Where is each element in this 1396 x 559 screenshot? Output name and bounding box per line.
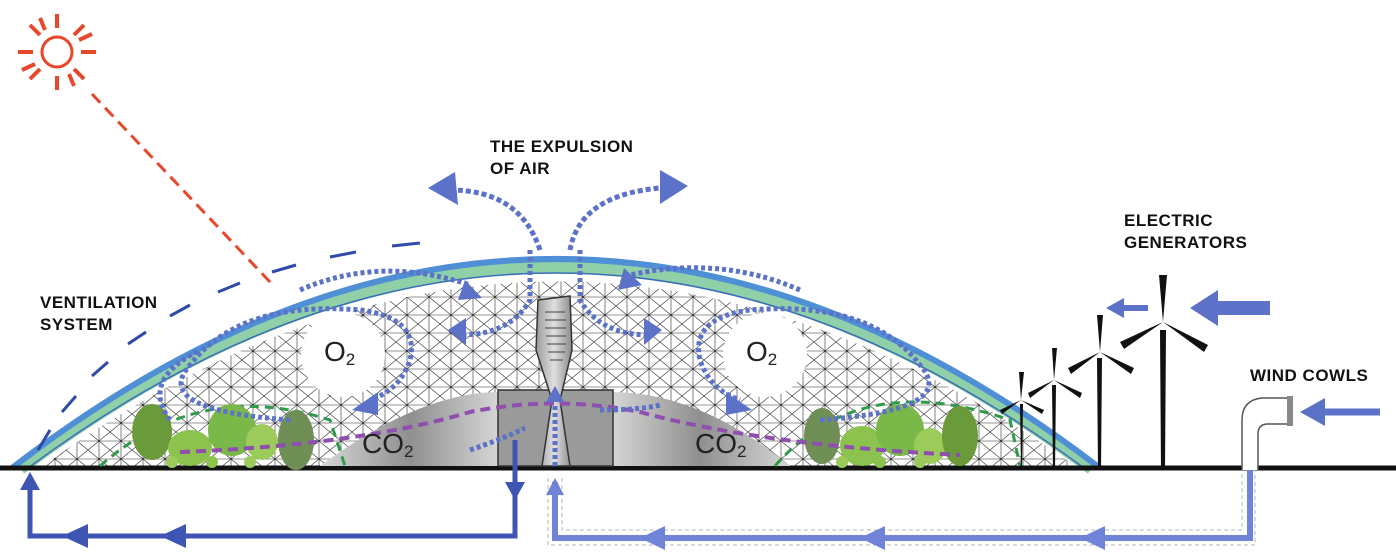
generators-label-line1: ELECTRIC [1124,211,1213,230]
right-mound [610,392,790,466]
wind-cowl-icon [1241,396,1293,470]
co2-right-sub: 2 [737,442,747,461]
sun-icon [18,14,96,90]
ventilation-shell-arrows [36,241,421,451]
underground-duct-dark [20,440,525,548]
o2-left-sub: 2 [345,350,356,369]
o2-left-label: O2 [324,336,355,370]
ventilation-tower [535,295,573,467]
sun-ray [90,92,272,284]
co2-line [179,401,961,457]
o2-right-text: O [746,336,768,367]
left-vegetation [99,404,347,470]
co2-left-text: CO [362,428,404,459]
co2-left-sub: 2 [404,442,414,461]
ventilation-label-line2: SYSTEM [40,315,113,334]
right-vegetation [773,400,1022,468]
wind-turbine-icon [1000,275,1208,470]
o2-right-label: O2 [746,336,777,370]
ventilation-label: VENTILATION SYSTEM [40,292,158,336]
co2-right-text: CO [695,428,737,459]
air-expulsion-arrows [428,170,688,251]
generators-label-line2: GENERATORS [1124,233,1248,252]
dome-outer-band [10,256,1102,471]
ventilation-label-line1: VENTILATION [40,293,158,312]
wind-cowls-label: WIND COWLS [1250,366,1369,385]
co2-right-label: CO2 [695,428,746,462]
expulsion-label: THE EXPULSION OF AIR [490,136,633,180]
co2-left-label: CO2 [362,428,413,462]
tree-icon [804,404,978,468]
internal-arrowheads [352,268,752,415]
o2-right-sub: 2 [767,350,778,369]
o2-left-text: O [324,336,346,367]
internal-air-flow [157,250,932,466]
wind-cowl-arrow [1300,398,1380,426]
expulsion-label-line1: THE EXPULSION [490,137,634,156]
wind-arrows [1106,290,1270,326]
generators-label: ELECTRIC GENERATORS [1124,210,1247,254]
expulsion-label-line2: OF AIR [490,159,550,178]
tree-icon [132,404,314,470]
dome-inner-band [15,259,1097,474]
